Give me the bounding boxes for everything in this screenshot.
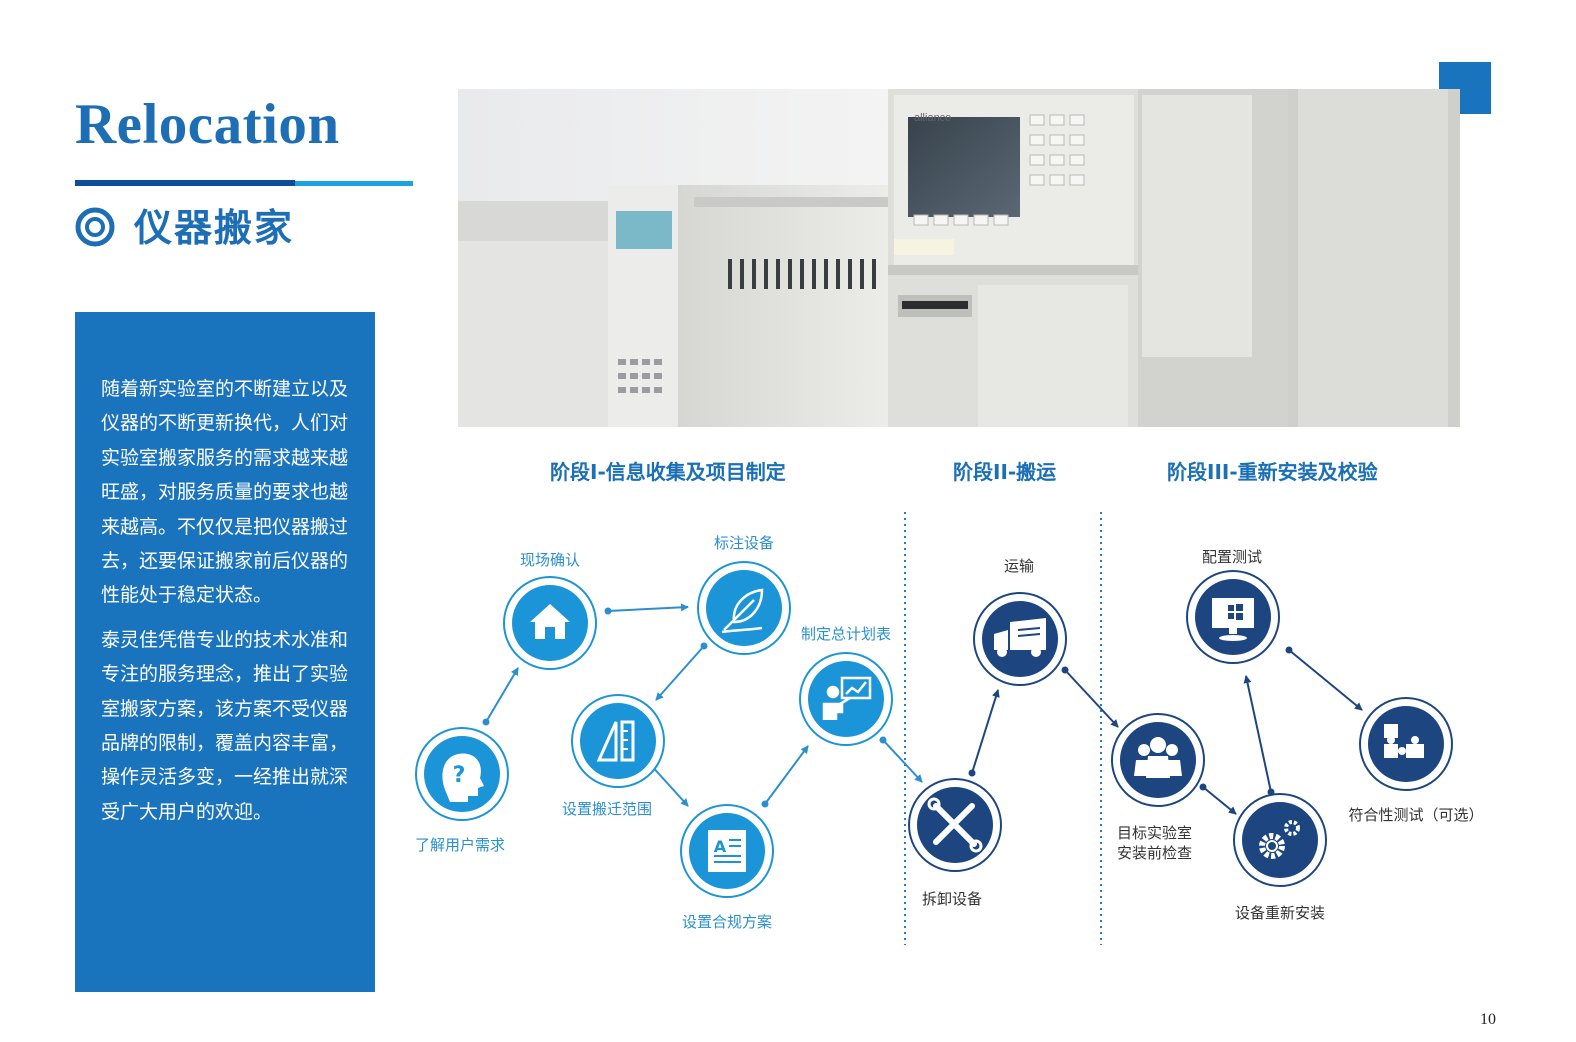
step-precheck bbox=[1111, 713, 1205, 807]
step-label-conformance: 符合性测试（可选） bbox=[1348, 806, 1484, 824]
page-title: Relocation bbox=[75, 93, 340, 156]
step-label-site-confirm: 现场确认 bbox=[519, 551, 581, 569]
stage-3-title: 阶段III-重新安装及校验 bbox=[1167, 460, 1378, 484]
wrench-screwdriver-icon bbox=[927, 797, 983, 853]
house-icon bbox=[530, 604, 570, 639]
ruler-triangle-icon bbox=[596, 720, 635, 762]
step-disassemble bbox=[908, 778, 1002, 872]
step-master-plan bbox=[799, 652, 893, 746]
svg-text:A: A bbox=[714, 837, 727, 856]
step-set-scope bbox=[571, 694, 665, 788]
stage-1-title: 阶段I-信息收集及项目制定 bbox=[550, 460, 786, 484]
document-icon: A bbox=[708, 830, 746, 872]
title-underline-dark bbox=[75, 180, 295, 186]
step-reinstall bbox=[1233, 793, 1327, 887]
puzzle-icon bbox=[1384, 724, 1424, 758]
step-label-config-test: 配置测试 bbox=[1201, 548, 1263, 566]
gears-icon bbox=[1259, 820, 1300, 859]
step-transport bbox=[973, 592, 1067, 686]
step-label-precheck-line-2: 安装前检查 bbox=[1117, 844, 1193, 862]
intro-paragraph-2: 泰灵佳凭借专业的技术水准和专注的服务理念，推出了实验室搬家方案，该方案不受仪器品… bbox=[101, 628, 349, 823]
question-head-icon: ? bbox=[442, 753, 484, 802]
step-label-transport: 运输 bbox=[1003, 557, 1035, 575]
step-config-test bbox=[1186, 570, 1280, 664]
truck-icon bbox=[994, 618, 1046, 657]
page-number: 10 bbox=[1480, 1011, 1496, 1028]
intro-paragraph-1: 随着新实验室的不断建立以及仪器的不断更新换代，人们对实验室搬家服务的需求越来越旺… bbox=[101, 378, 349, 607]
lab-instruments-photo: alliance bbox=[458, 89, 1460, 427]
step-label-precheck-line-1: 目标实验室 bbox=[1117, 824, 1193, 842]
svg-text:?: ? bbox=[453, 763, 466, 788]
step-mark-equipment bbox=[697, 561, 791, 655]
instrument-brand-label: alliance bbox=[914, 112, 951, 124]
team-icon bbox=[1134, 737, 1182, 778]
title-underline-light bbox=[295, 181, 413, 186]
step-label-master-plan: 制定总计划表 bbox=[800, 625, 892, 643]
leaf-pen-icon bbox=[721, 588, 764, 634]
step-understand-needs: ? bbox=[415, 727, 509, 821]
step-label-compliance-plan: 设置合规方案 bbox=[681, 913, 773, 931]
step-conformance bbox=[1359, 697, 1453, 791]
intro-panel: 随着新实验室的不断建立以及仪器的不断更新换代，人们对实验室搬家服务的需求越来越旺… bbox=[75, 312, 375, 992]
step-label-set-scope: 设置搬迁范围 bbox=[561, 800, 653, 818]
monitor-icon bbox=[1212, 598, 1254, 641]
step-label-understand-needs: 了解用户需求 bbox=[415, 836, 506, 854]
step-label-mark-equipment: 标注设备 bbox=[713, 534, 775, 552]
step-site-confirm bbox=[503, 576, 597, 670]
section-subtitle: 仪器搬家 bbox=[134, 206, 295, 250]
step-label-disassemble: 拆卸设备 bbox=[922, 890, 983, 908]
step-label-reinstall: 设备重新安装 bbox=[1234, 904, 1326, 922]
step-compliance-plan: A bbox=[680, 804, 774, 898]
target-circle-icon bbox=[75, 207, 115, 247]
presenter-chart-icon bbox=[822, 676, 872, 720]
stage-2-title: 阶段II-搬运 bbox=[953, 460, 1057, 484]
